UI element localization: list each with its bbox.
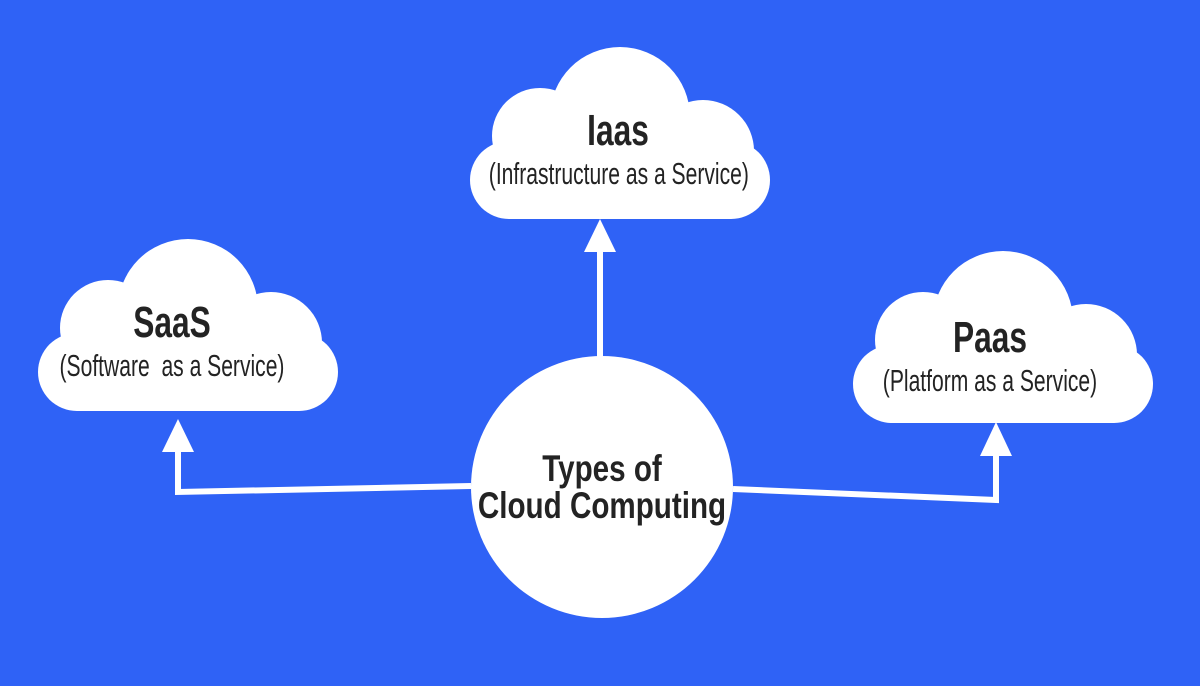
arrow-heads bbox=[162, 219, 1012, 456]
center-circle-shape bbox=[471, 356, 733, 618]
arrowhead-to-saas-icon bbox=[162, 419, 194, 452]
node-saas: SaaS (Software as a Service) bbox=[0, 298, 362, 384]
paas-title: Paas bbox=[952, 313, 1027, 362]
connector-lines bbox=[175, 246, 999, 504]
iaas-subtitle: (Infrastructure as a Service) bbox=[488, 156, 749, 191]
center-title-line1: Types of bbox=[542, 448, 662, 489]
cloud-shapes bbox=[38, 47, 1153, 618]
iaas-title: Iaas bbox=[587, 106, 649, 155]
node-center: Types of Cloud Computing bbox=[412, 450, 792, 524]
arrow-line-to-saas bbox=[175, 446, 472, 496]
node-iaas: Iaas (Infrastructure as a Service) bbox=[428, 106, 808, 192]
saas-subtitle: (Software as a Service) bbox=[59, 348, 285, 383]
saas-title: SaaS bbox=[133, 298, 211, 347]
arrow-line-to-paas bbox=[732, 451, 999, 504]
center-title-line2: Cloud Computing bbox=[477, 485, 727, 526]
arrowhead-to-paas-icon bbox=[980, 422, 1012, 456]
node-paas: Paas (Platform as a Service) bbox=[800, 313, 1180, 399]
arrowhead-to-iaas-icon bbox=[584, 219, 616, 252]
paas-subtitle: (Platform as a Service) bbox=[882, 363, 1098, 398]
